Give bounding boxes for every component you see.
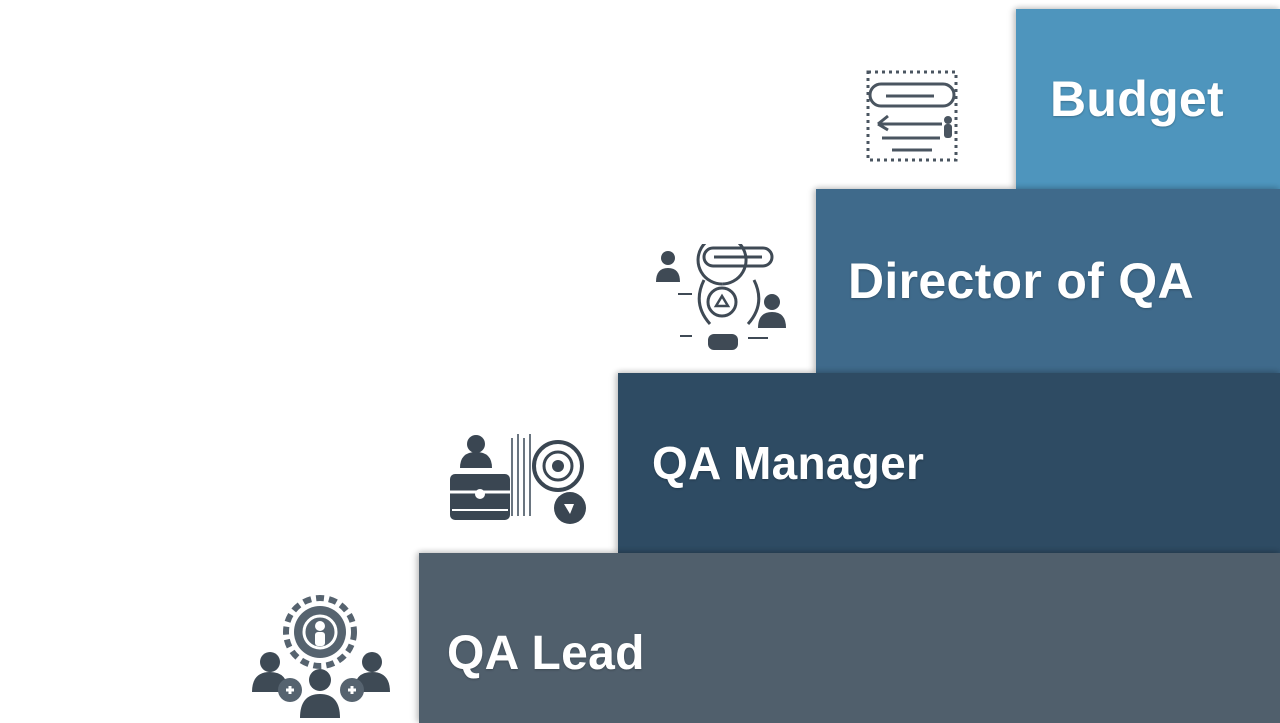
step-label-manager: QA Manager (652, 437, 925, 489)
team-briefcase-target-icon (450, 434, 586, 524)
step-qa-lead: QA Lead (419, 553, 1280, 723)
step-label-director: Director of QA (848, 253, 1194, 309)
budget-plan-icon (866, 70, 958, 162)
step-label-budget: Budget (1050, 71, 1224, 127)
team-gear-icon (252, 595, 390, 718)
idea-team-icon (656, 244, 786, 350)
step-qa-manager: QA Manager (618, 373, 1280, 553)
step-budget: Budget (1016, 9, 1280, 189)
step-label-lead: QA Lead (447, 626, 645, 680)
step-director-of-qa: Director of QA (816, 189, 1280, 373)
